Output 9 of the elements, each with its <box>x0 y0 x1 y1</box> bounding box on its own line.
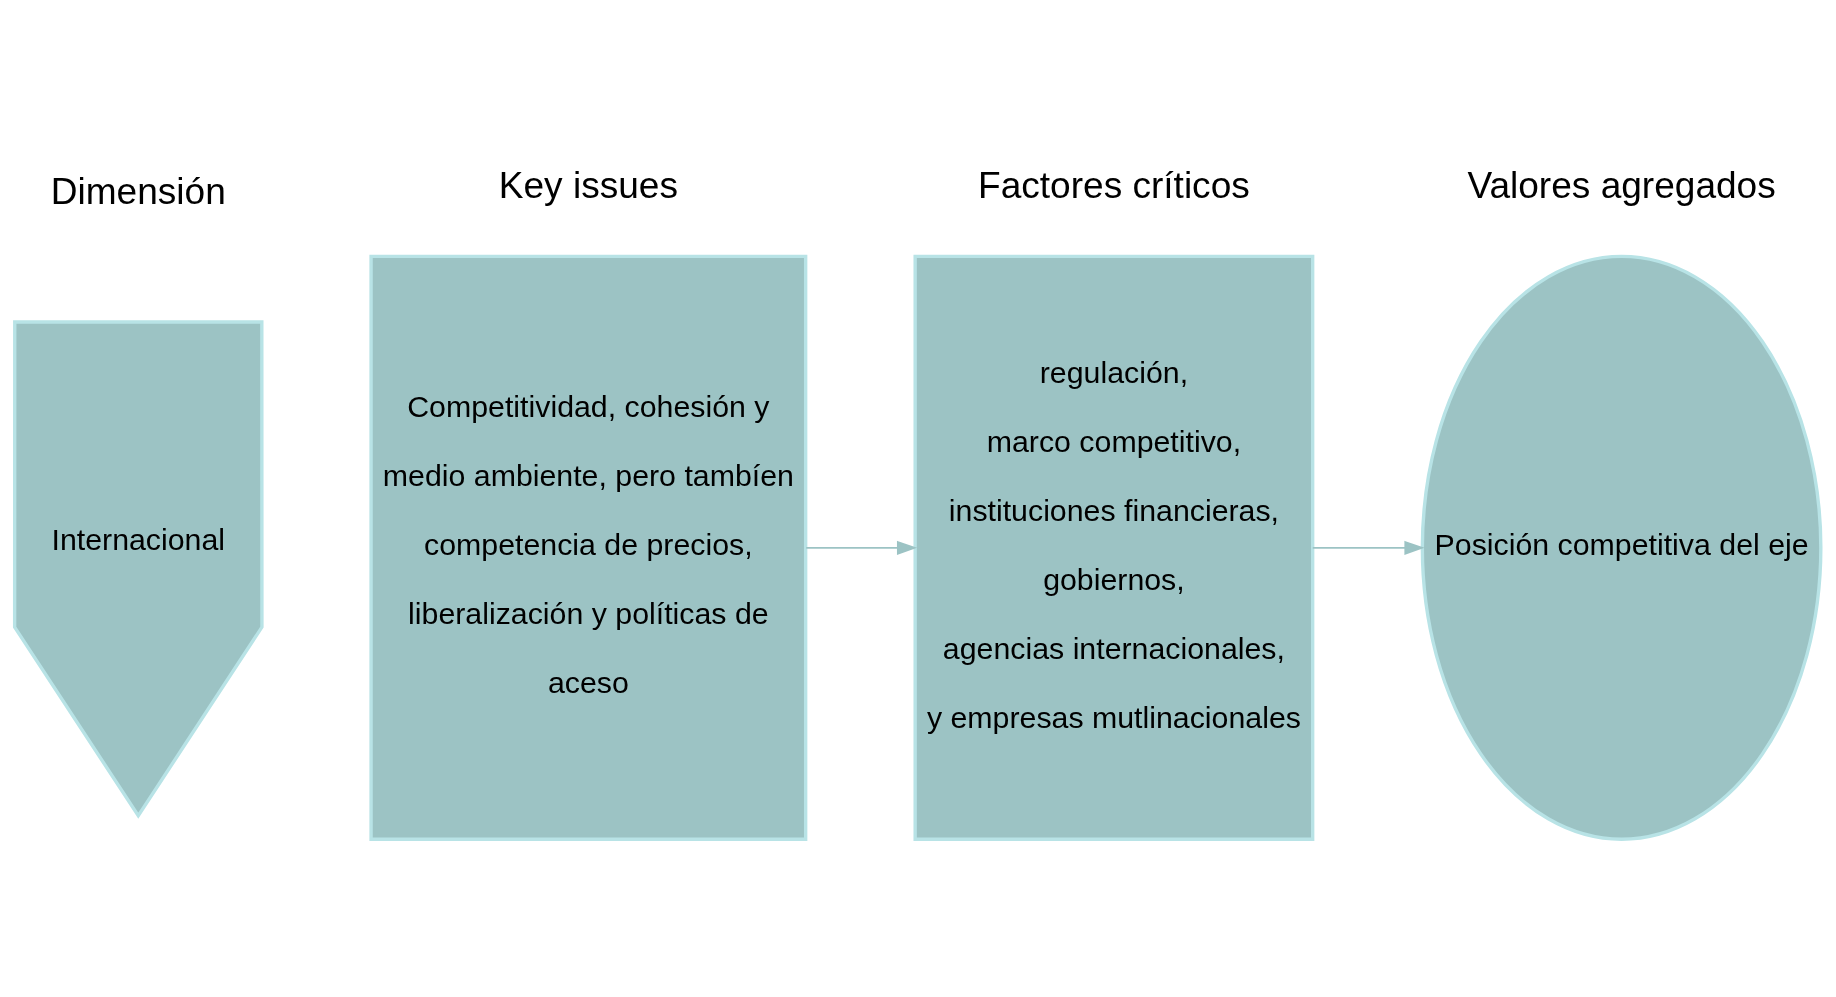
label: Key issues <box>498 163 678 206</box>
label: Dimensión <box>50 169 226 212</box>
arrow <box>1311 540 1425 555</box>
label: Valores agregados <box>1467 163 1776 206</box>
arrow <box>805 540 918 555</box>
node-ellipse: Posición competitiva del eje <box>1420 254 1823 841</box>
node-box: regulación, marco competitivo, instituciones financieras, gobiernos, agencias internacionales, y empresas mutlinacionales <box>913 254 1315 841</box>
label: Factores críticos <box>978 163 1250 206</box>
node-box: Competitividad, cohesión y medio ambiente, pero tambíen competencia de precios, liberalización y políticas de aceso <box>369 254 808 841</box>
